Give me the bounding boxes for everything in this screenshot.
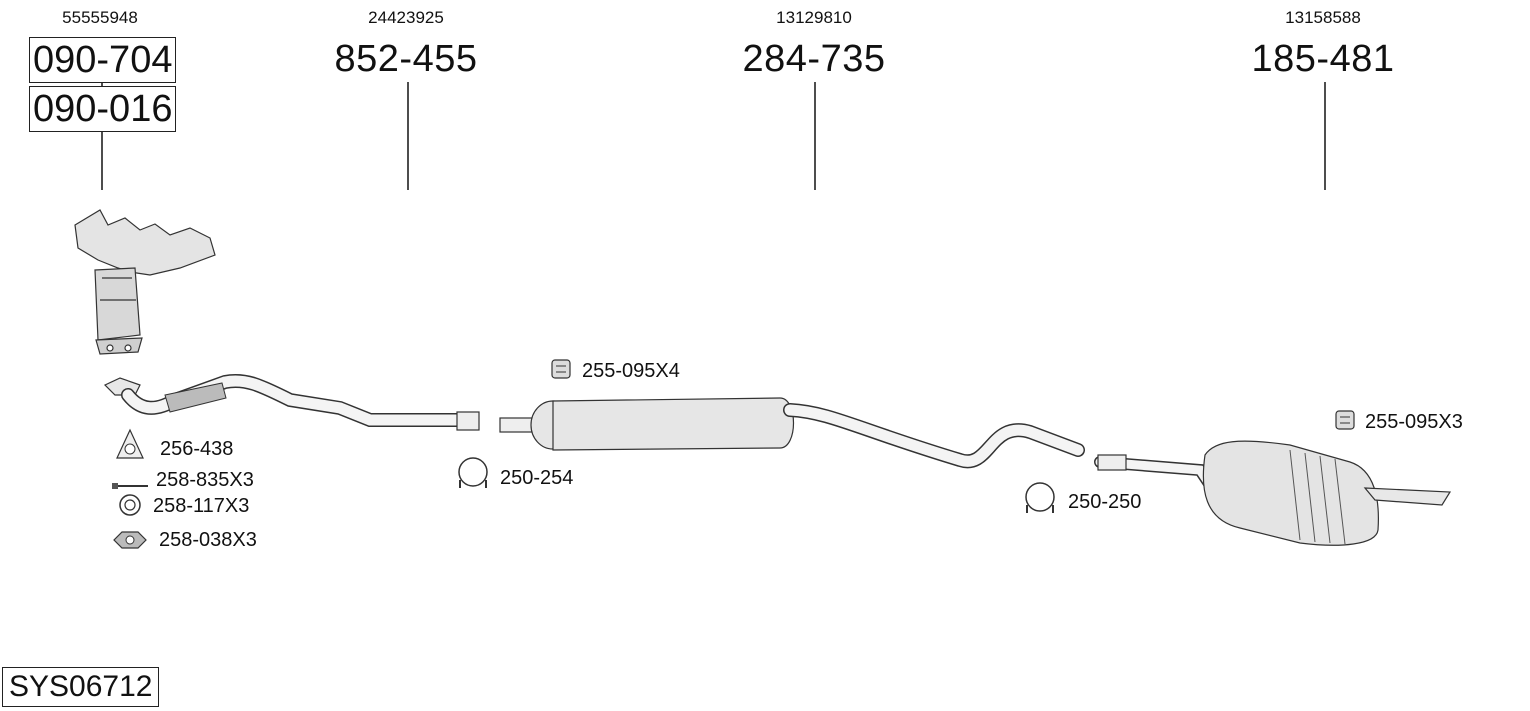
- rear-silencer-icon: [1094, 440, 1452, 546]
- spring-washer-icon: [119, 494, 141, 516]
- accessory-label-gasket[interactable]: 256-438: [160, 438, 234, 460]
- accessory-label-mount-rear[interactable]: 255-095X3: [1365, 411, 1463, 433]
- gasket-icon: [116, 428, 144, 459]
- accessory-label-clamp-rear[interactable]: 250-250: [1068, 491, 1142, 513]
- accessory-label-clamp-front[interactable]: 250-254: [500, 467, 574, 489]
- accessory-label-bolt[interactable]: 258-835X3: [156, 469, 254, 491]
- clamp-front-icon: [458, 457, 488, 488]
- bolt-icon: [112, 483, 148, 489]
- rubber-mount-rear-icon: [1335, 410, 1355, 430]
- accessory-label-spring[interactable]: 258-117X3: [153, 495, 250, 517]
- accessory-label-nut[interactable]: 258-038X3: [159, 529, 257, 551]
- leader-lines: [101, 80, 1326, 190]
- clamp-rear-icon: [1025, 482, 1055, 513]
- part-number[interactable]: 185-481: [1251, 38, 1395, 80]
- rubber-mount-middle-icon: [551, 359, 571, 379]
- part-number-box[interactable]: 090-704: [29, 37, 177, 83]
- oem-number: 13158588: [1285, 8, 1361, 27]
- middle-silencer-icon: [499, 397, 1085, 469]
- part-number[interactable]: 284-735: [742, 38, 886, 80]
- system-id: SYS06712: [2, 667, 160, 707]
- oem-number: 13129810: [776, 8, 852, 27]
- accessory-label-mount-middle[interactable]: 255-095X4: [582, 360, 680, 382]
- manifold-catalyst-icon: [74, 209, 216, 355]
- part-number-box[interactable]: 090-016: [29, 86, 177, 132]
- nut-icon: [113, 531, 147, 549]
- oem-number: 55555948: [62, 8, 138, 27]
- part-number[interactable]: 852-455: [334, 38, 478, 80]
- oem-number: 24423925: [368, 8, 444, 27]
- front-pipe-icon: [103, 373, 480, 431]
